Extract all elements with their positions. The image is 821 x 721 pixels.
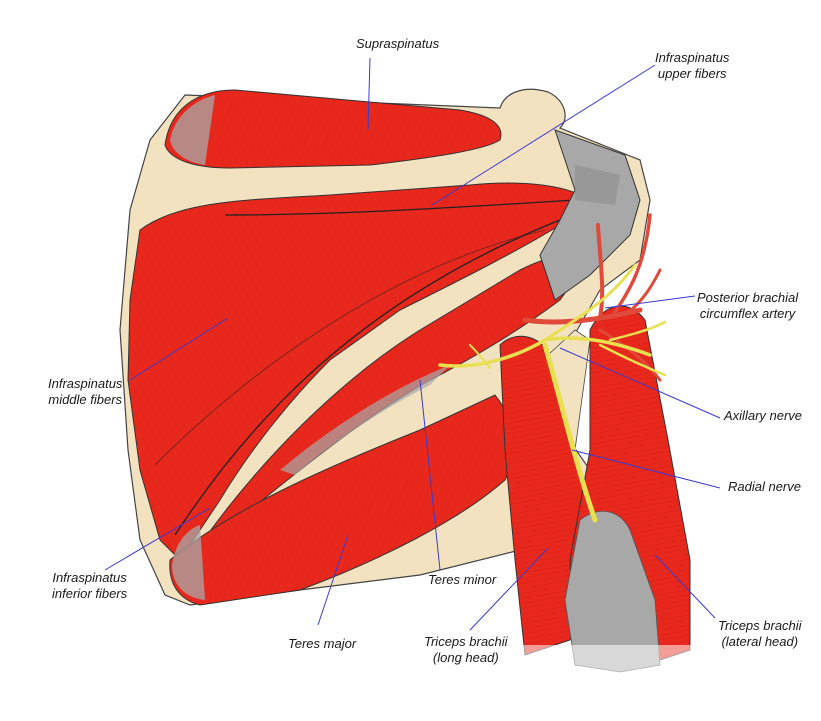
posterior-brachial-circumflex-artery [522,213,662,382]
label-infraspinatus-inferior-fibers: Infraspinatus inferior fibers [52,570,128,601]
label-teres-major: Teres major [288,636,357,651]
label-infraspinatus-upper-fibers: Infraspinatus upper fibers [655,50,730,81]
label-supraspinatus: Supraspinatus [356,36,440,51]
label-radial-nerve: Radial nerve [728,479,801,494]
nerves [438,263,667,523]
label-posterior-brachial-circumflex-artery: Posterior brachial circumflex artery [697,290,799,321]
label-axillary-nerve: Axillary nerve [724,408,803,423]
rotator-cuff-tendons [539,129,641,301]
label-triceps-long-head: Triceps brachii (long head) [424,634,508,665]
label-infraspinatus-middle-fibers: Infraspinatus middle fibers [48,376,123,407]
leader-lines [104,57,721,631]
label-triceps-lateral-head: Triceps brachii (lateral head) [718,618,802,649]
label-teres-minor: Teres minor [428,572,497,587]
radial-nerve-path [542,342,598,523]
